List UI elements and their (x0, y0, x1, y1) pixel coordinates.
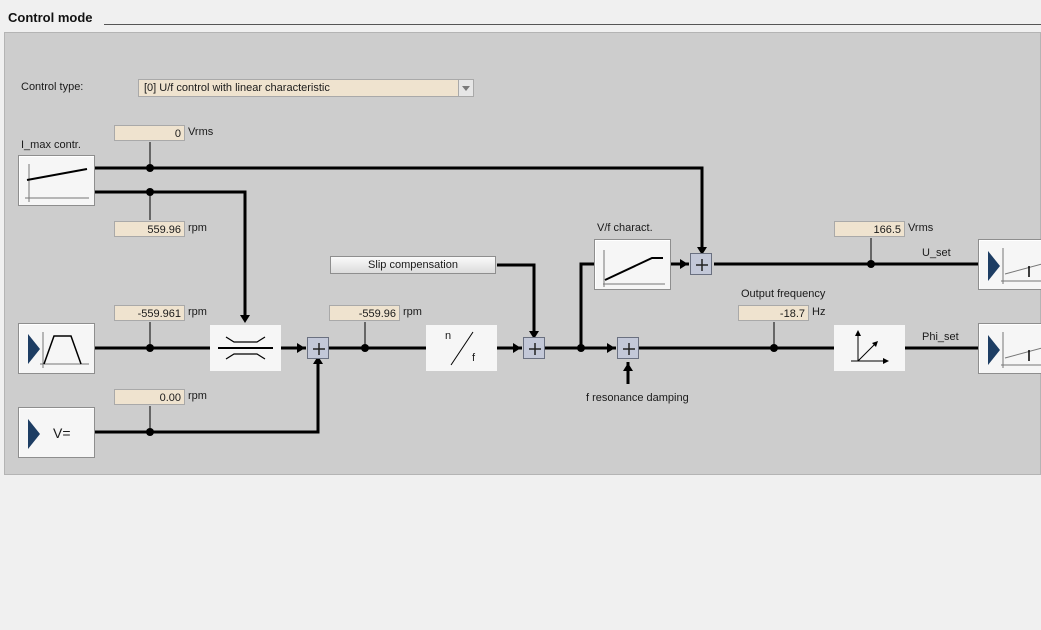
output-block-icon (988, 248, 1041, 284)
control-type-dropdown[interactable]: [0] U/f control with linear characterist… (138, 79, 474, 97)
phase-output-block[interactable] (978, 323, 1041, 374)
sum-point-speed (307, 337, 329, 359)
vector-block[interactable] (834, 325, 905, 371)
control-type-value: [0] U/f control with linear characterist… (144, 82, 330, 94)
resonance-damping-label: f resonance damping (586, 392, 689, 404)
sum-point-voltage (690, 253, 712, 275)
dropdown-arrow-icon[interactable] (458, 80, 473, 96)
imax-value-field[interactable]: 0 (114, 125, 185, 141)
voltage-field[interactable]: 166.5 (834, 221, 905, 237)
output-block-icon (988, 332, 1041, 368)
summing-point-icon (529, 343, 541, 355)
ramp-generator-icon (28, 332, 89, 368)
vector-icon (851, 330, 889, 364)
diagram-panel (4, 32, 1041, 475)
v-source-label: V= (53, 425, 71, 441)
speed-setpoint-field[interactable]: -559.96 (329, 305, 400, 321)
phi-set-label: Phi_set (922, 331, 959, 343)
linear-characteristic-icon (25, 164, 89, 202)
title-divider (104, 24, 1041, 25)
output-frequency-field[interactable]: -18.7 (738, 305, 809, 321)
v-source-icon (28, 419, 40, 449)
imax-controller-block[interactable] (18, 155, 95, 206)
limiter-icon (218, 336, 273, 360)
summing-point-icon (623, 343, 635, 355)
vf-charact-label: V/f charact. (597, 222, 653, 234)
output-frequency-label: Output frequency (741, 288, 826, 300)
summing-point-icon (696, 259, 708, 271)
vf-charact-block[interactable] (594, 239, 671, 290)
imax-unit: Vrms (188, 126, 214, 138)
n-to-f-block[interactable]: n f (426, 325, 497, 371)
slip-compensation-button[interactable]: Slip compensation (330, 256, 496, 274)
n-to-f-icon (450, 331, 474, 366)
sum-point-resonance (617, 337, 639, 359)
summing-point-icon (313, 343, 325, 355)
sum-point-slip (523, 337, 545, 359)
vf-characteristic-icon (603, 250, 665, 287)
output-frequency-unit: Hz (812, 306, 826, 318)
v-source-block[interactable]: V= (18, 407, 95, 458)
page-title: Control mode (8, 10, 93, 25)
speed-setpoint-unit: rpm (403, 306, 422, 318)
n-to-f-top-label: n (445, 330, 452, 342)
speed-limit-field[interactable]: 559.96 (114, 221, 185, 237)
ramp-output-unit: rpm (188, 306, 207, 318)
imax-label: I_max contr. (21, 139, 81, 151)
n-to-f-bottom-label: f (472, 352, 476, 364)
limiter-block[interactable] (210, 325, 281, 371)
u-set-label: U_set (922, 247, 951, 259)
setpoint-add-unit: rpm (188, 390, 207, 402)
setpoint-add-field[interactable]: 0.00 (114, 389, 185, 405)
speed-limit-unit: rpm (188, 222, 207, 234)
ramp-output-field[interactable]: -559.961 (114, 305, 185, 321)
ramp-generator-block[interactable] (18, 323, 95, 374)
control-type-label: Control type: (21, 81, 84, 93)
voltage-unit: Vrms (908, 222, 934, 234)
voltage-output-block[interactable] (978, 239, 1041, 290)
